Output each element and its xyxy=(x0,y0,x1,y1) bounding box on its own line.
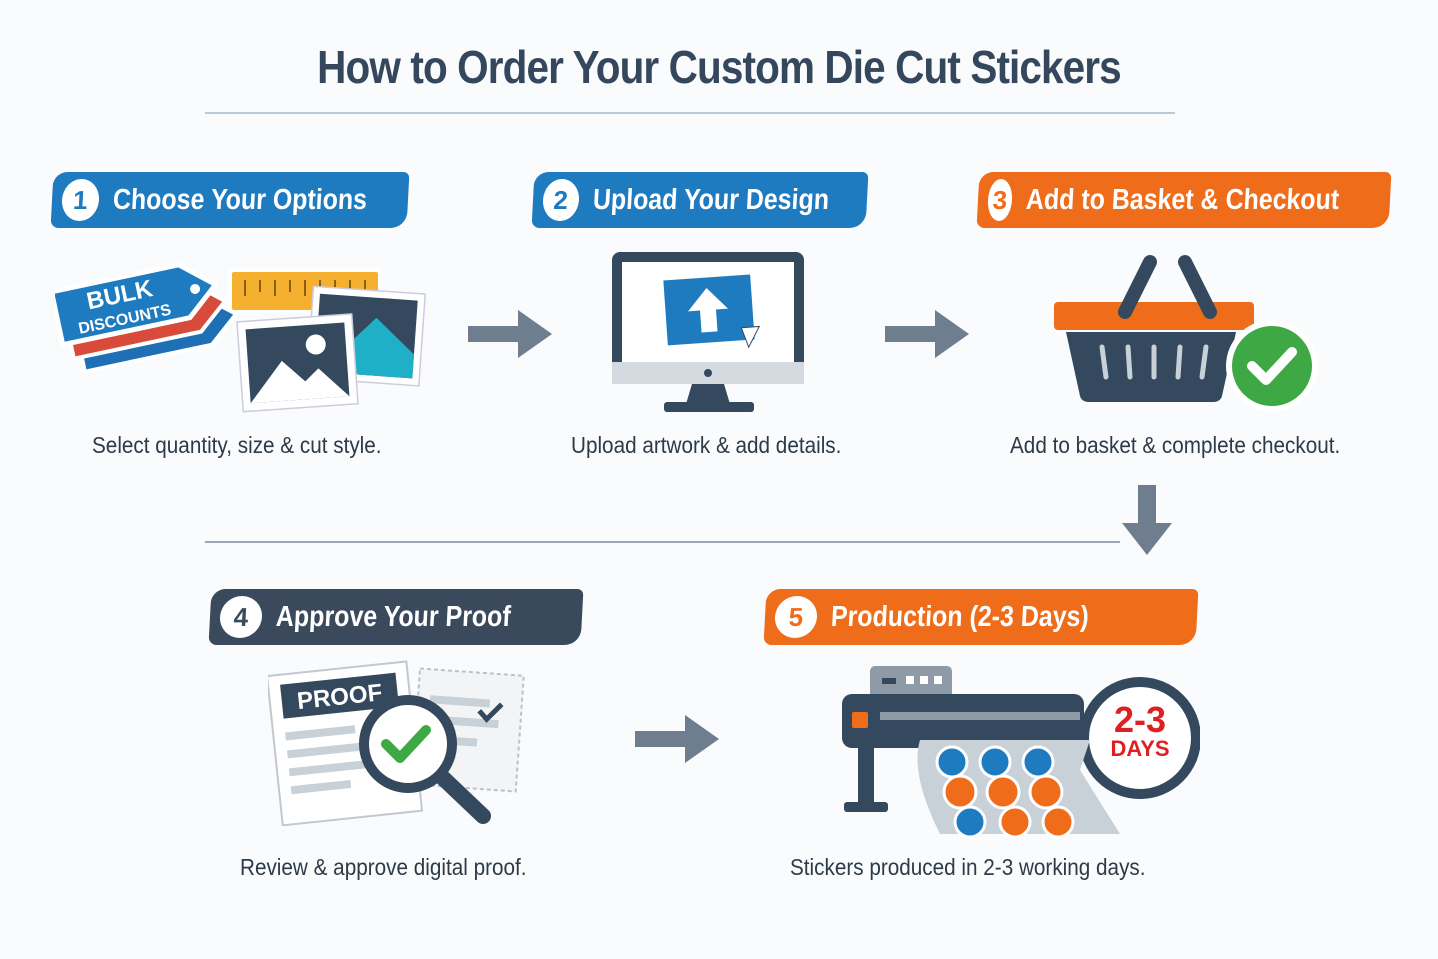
arrow-right-icon xyxy=(635,715,719,763)
step-3-number: 3 xyxy=(986,179,1013,221)
step-4-description: Review & approve digital proof. xyxy=(240,854,527,880)
step-3-label: Add to Basket & Checkout xyxy=(1025,183,1340,216)
tags-ruler-photos-icon: BULK DISCOUNTS xyxy=(55,262,427,413)
step-2-label: Upload Your Design xyxy=(591,183,830,216)
page-title: How to Order Your Custom Die Cut Sticker… xyxy=(317,41,1122,93)
row-divider xyxy=(205,541,1120,543)
arrow-down-icon xyxy=(1122,485,1172,555)
svg-text:2-3: 2-3 xyxy=(1114,699,1166,740)
step-3-description: Add to basket & complete checkout. xyxy=(1010,432,1341,458)
step-5-banner: 5 Production (2-3 Days) xyxy=(763,589,1199,645)
step-5-description: Stickers produced in 2-3 working days. xyxy=(790,854,1146,880)
step-2-number: 2 xyxy=(541,179,580,221)
printer-clock-icon: 2-3 DAYS xyxy=(842,666,1200,839)
step-4-label: Approve Your Proof xyxy=(275,600,512,633)
arrow-right-icon xyxy=(885,310,969,358)
step-4-banner: 4 Approve Your Proof xyxy=(208,589,584,645)
step-2-description: Upload artwork & add details. xyxy=(571,432,842,458)
monitor-upload-icon xyxy=(612,252,804,412)
step-5-number: 5 xyxy=(773,596,819,638)
step-1-banner: 1 Choose Your Options xyxy=(50,172,410,228)
step-3-banner: 3 Add to Basket & Checkout xyxy=(976,172,1392,228)
svg-text:DAYS: DAYS xyxy=(1110,736,1169,761)
proof-magnifier-icon: PROOF xyxy=(268,660,525,826)
title-divider xyxy=(205,112,1175,114)
arrow-right-icon xyxy=(468,310,552,358)
step-1-label: Choose Your Options xyxy=(111,183,368,216)
step-4-number: 4 xyxy=(218,596,264,638)
basket-check-icon xyxy=(1054,255,1318,412)
step-2-banner: 2 Upload Your Design xyxy=(531,172,869,228)
step-5-label: Production (2-3 Days) xyxy=(830,600,1090,633)
step-1-number: 1 xyxy=(60,179,100,221)
step-1-description: Select quantity, size & cut style. xyxy=(92,432,382,458)
